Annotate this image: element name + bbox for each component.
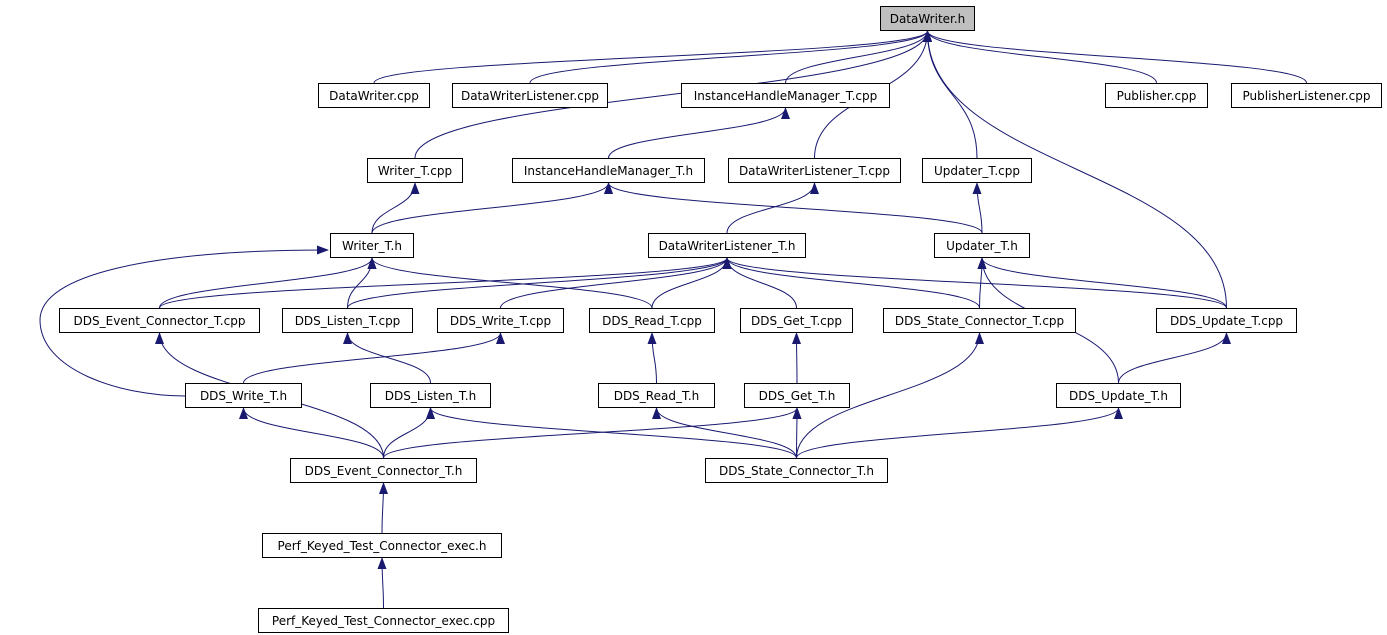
node-label: DataWriterListener_T.cpp	[738, 163, 891, 178]
node-publisher-cpp[interactable]: Publisher.cpp	[1105, 83, 1208, 108]
node-dds-listen-t-cpp[interactable]: DDS_Listen_T.cpp	[282, 308, 413, 333]
edge-dds-state-connector-t-h-to-dds-state-connector-t-cpp	[796, 332, 984, 459]
node-dds-update-t-h[interactable]: DDS_Update_T.h	[1056, 383, 1181, 408]
edge-writer-t-h-to-instancehandlemanager-t-h	[371, 182, 613, 234]
node-label: DDS_Read_T.cpp	[602, 313, 702, 328]
edge-dds-state-connector-t-cpp-to-datawriterlistener-t-h	[722, 257, 980, 309]
node-updater-t-cpp[interactable]: Updater_T.cpp	[922, 158, 1032, 183]
edge-publisherlistener-cpp-to-datawriter-h	[923, 30, 1307, 84]
node-label: DDS_Read_T.h	[613, 388, 700, 403]
node-datawriterlistener-t-cpp[interactable]: DataWriterListener_T.cpp	[728, 158, 901, 183]
edge-dds-get-t-h-to-dds-get-t-cpp	[792, 332, 802, 384]
node-dds-state-connector-t-h[interactable]: DDS_State_Connector_T.h	[705, 458, 888, 483]
edge-datawriterlistener-t-h-to-datawriterlistener-t-cpp	[726, 182, 819, 234]
node-dds-event-connector-t-cpp[interactable]: DDS_Event_Connector_T.cpp	[59, 308, 260, 333]
node-label: DDS_Listen_T.cpp	[294, 313, 401, 328]
node-dds-update-t-cpp[interactable]: DDS_Update_T.cpp	[1156, 308, 1297, 333]
edge-writer-t-cpp-to-datawriter-h	[414, 30, 932, 159]
node-label: Updater_T.h	[946, 238, 1018, 253]
node-label: PublisherListener.cpp	[1242, 88, 1371, 103]
edge-dds-write-t-cpp-to-datawriterlistener-t-h	[500, 257, 732, 309]
node-datawriter-h: DataWriter.h	[880, 6, 975, 31]
edge-dds-event-connector-t-cpp-to-writer-t-h	[159, 257, 377, 309]
edge-updater-t-h-to-updater-t-cpp	[972, 182, 983, 234]
node-publisherlistener-cpp[interactable]: PublisherListener.cpp	[1231, 83, 1382, 108]
edge-dds-event-connector-t-h-to-dds-get-t-h	[383, 407, 802, 459]
edge-dds-listen-t-cpp-to-datawriterlistener-t-h	[347, 257, 732, 309]
edge-publisher-cpp-to-datawriter-h	[923, 30, 1157, 84]
node-updater-t-h[interactable]: Updater_T.h	[934, 233, 1030, 258]
edge-dds-state-connector-t-h-to-dds-get-t-h	[792, 407, 802, 459]
node-label: DDS_Update_T.cpp	[1169, 313, 1284, 328]
node-label: DDS_Write_T.h	[199, 388, 288, 403]
node-label: InstanceHandleManager_T.cpp	[693, 88, 878, 103]
node-label: DDS_Update_T.h	[1069, 388, 1168, 403]
node-perf-keyed-test-connector-exec-cpp[interactable]: Perf_Keyed_Test_Connector_exec.cpp	[258, 608, 509, 633]
node-label: Writer_T.cpp	[377, 163, 453, 178]
edge-updater-t-h-to-instancehandlemanager-t-h	[604, 182, 983, 234]
node-dds-write-t-cpp[interactable]: DDS_Write_T.cpp	[437, 308, 564, 333]
edge-dds-update-t-cpp-to-datawriter-h	[923, 30, 1227, 309]
node-label: Perf_Keyed_Test_Connector_exec.h	[277, 538, 487, 553]
node-label: DDS_State_Connector_T.h	[718, 463, 875, 478]
node-label: DataWriterListener_T.h	[658, 238, 796, 253]
node-label: DDS_Event_Connector_T.cpp	[73, 313, 246, 328]
edge-dds-read-t-cpp-to-writer-t-h	[367, 257, 653, 309]
edge-writer-t-h-to-writer-t-cpp	[371, 182, 420, 234]
edge-dds-write-t-h-to-dds-write-t-cpp	[243, 332, 505, 384]
node-writer-t-cpp[interactable]: Writer_T.cpp	[367, 158, 463, 183]
edge-dds-state-connector-t-h-to-dds-read-t-h	[652, 407, 797, 459]
node-label: DDS_Listen_T.h	[384, 388, 477, 403]
edge-dds-get-t-cpp-to-datawriterlistener-t-h	[722, 257, 797, 309]
node-label: Updater_T.cpp	[934, 163, 1020, 178]
node-label: DDS_Event_Connector_T.h	[304, 463, 463, 478]
edge-dds-event-connector-t-cpp-to-datawriterlistener-t-h	[159, 257, 732, 309]
edge-instancehandlemanager-t-h-to-instancehandlemanager-t-cpp	[608, 107, 790, 159]
node-datawriterlistener-cpp[interactable]: DataWriterListener.cpp	[452, 83, 608, 108]
edge-dds-event-connector-t-h-to-dds-write-t-h	[239, 407, 384, 459]
node-dds-read-t-cpp[interactable]: DDS_Read_T.cpp	[589, 308, 715, 333]
edge-dds-state-connector-t-h-to-dds-update-t-h	[796, 407, 1123, 459]
edge-dds-write-t-h-to-writer-t-h	[39, 245, 329, 397]
node-dds-write-t-h[interactable]: DDS_Write_T.h	[185, 383, 302, 408]
edge-dds-update-t-cpp-to-updater-t-h	[977, 257, 1227, 309]
edge-datawriterlistener-cpp-to-datawriter-h	[529, 30, 932, 84]
edge-dds-event-connector-t-h-to-dds-listen-t-h	[383, 407, 435, 459]
node-label: DDS_Get_T.h	[758, 388, 836, 403]
edge-updater-t-cpp-to-datawriter-h	[923, 30, 978, 159]
node-datawriterlistener-t-h[interactable]: DataWriterListener_T.h	[648, 233, 806, 258]
edge-dds-update-t-h-to-dds-update-t-cpp	[1118, 332, 1231, 384]
node-dds-state-connector-t-cpp[interactable]: DDS_State_Connector_T.cpp	[883, 308, 1076, 333]
node-label: Writer_T.h	[342, 238, 402, 253]
node-label: DDS_Write_T.cpp	[449, 313, 552, 328]
node-datawriter-cpp[interactable]: DataWriter.cpp	[318, 83, 430, 108]
node-writer-t-h[interactable]: Writer_T.h	[330, 233, 414, 258]
edge-dds-state-connector-t-h-to-dds-listen-t-h	[426, 407, 797, 459]
node-instancehandlemanager-t-cpp[interactable]: InstanceHandleManager_T.cpp	[681, 83, 890, 108]
edge-perf-keyed-test-connector-exec-h-to-dds-event-connector-t-h	[378, 482, 388, 534]
node-dds-get-t-h[interactable]: DDS_Get_T.h	[744, 383, 850, 408]
node-label: Perf_Keyed_Test_Connector_exec.cpp	[271, 613, 496, 628]
node-perf-keyed-test-connector-exec-h[interactable]: Perf_Keyed_Test_Connector_exec.h	[262, 533, 502, 558]
edge-perf-keyed-test-connector-exec-cpp-to-perf-keyed-test-connector-exec-h	[377, 557, 387, 609]
node-label: DataWriter.cpp	[329, 88, 419, 103]
node-dds-event-connector-t-h[interactable]: DDS_Event_Connector_T.h	[290, 458, 477, 483]
edge-instancehandlemanager-t-cpp-to-datawriter-h	[785, 30, 932, 84]
node-label: InstanceHandleManager_T.h	[523, 163, 694, 178]
edge-datawriter-cpp-to-datawriter-h	[373, 30, 932, 84]
edge-dds-update-t-cpp-to-datawriterlistener-t-h	[722, 257, 1227, 309]
node-label: Publisher.cpp	[1116, 88, 1197, 103]
node-label: DataWriterListener.cpp	[460, 88, 600, 103]
node-instancehandlemanager-t-h[interactable]: InstanceHandleManager_T.h	[512, 158, 705, 183]
node-dds-get-t-cpp[interactable]: DDS_Get_T.cpp	[740, 308, 853, 333]
edge-dds-listen-t-h-to-dds-listen-t-cpp	[343, 332, 431, 384]
edge-dds-read-t-cpp-to-datawriterlistener-t-h	[651, 257, 732, 309]
edge-dds-read-t-h-to-dds-read-t-cpp	[647, 332, 657, 384]
node-label: DDS_State_Connector_T.cpp	[894, 313, 1065, 328]
node-label: DataWriter.h	[889, 11, 966, 26]
node-dds-read-t-h[interactable]: DDS_Read_T.h	[598, 383, 715, 408]
node-label: DDS_Get_T.cpp	[750, 313, 843, 328]
node-dds-listen-t-h[interactable]: DDS_Listen_T.h	[370, 383, 491, 408]
